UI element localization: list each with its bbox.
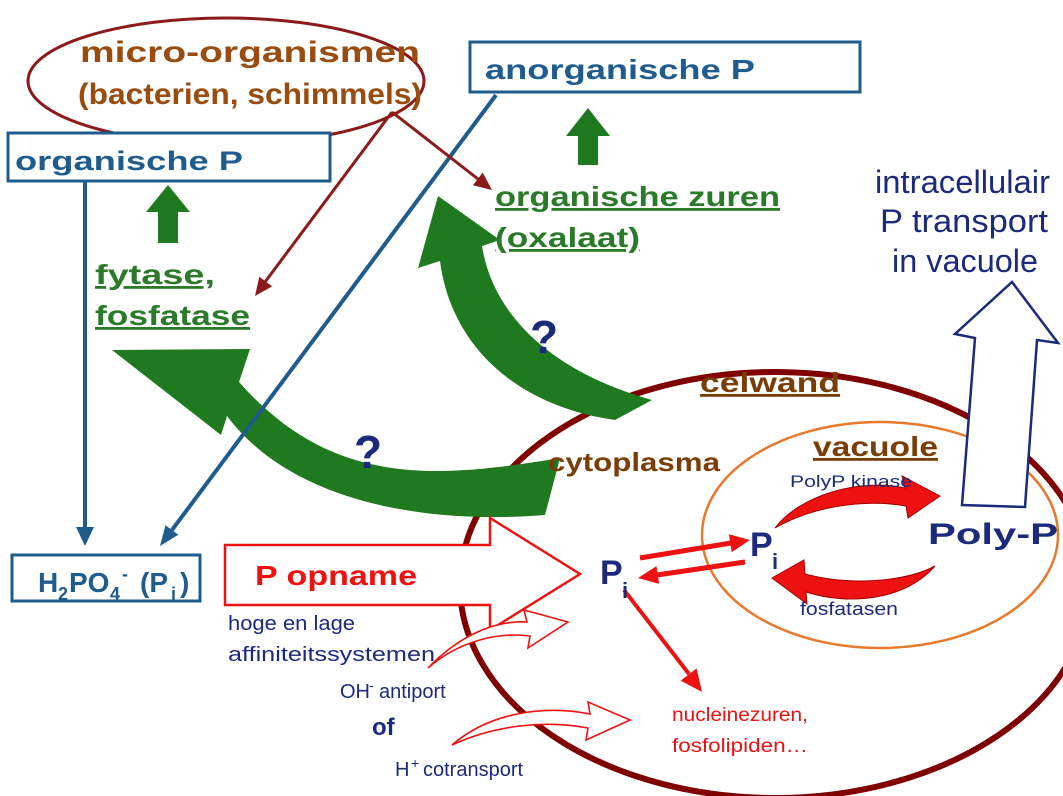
phosphatases-label: fosfatasen	[800, 599, 898, 619]
organic-p-to-h2po4-arrowhead	[76, 527, 94, 546]
cotransport-hollow-arrow	[451, 700, 632, 746]
cotransport-text: cotransport	[423, 759, 523, 781]
pi-cytoplasm-main: P	[600, 554, 623, 592]
micro-organisms-examples: (bacterien, schimmels)	[78, 78, 422, 111]
antiport-charge: -	[369, 677, 374, 693]
poly-p-label: Poly-P	[928, 518, 1058, 551]
phytase-label: fytase,	[95, 259, 215, 290]
green-up-arrow-inorganic	[566, 108, 610, 165]
micro-to-enzymes-arrowhead	[255, 276, 273, 296]
vacuole-ellipse	[700, 420, 1060, 650]
pi-vacuole-label: P i	[750, 526, 778, 574]
cotransport-ion: H	[395, 759, 409, 781]
oxalate-label: (oxalaat)	[495, 222, 640, 253]
green-up-arrow-organic	[146, 185, 190, 243]
green-curved-arrow-to-enzymes	[112, 349, 560, 518]
h2po4-label: H 2 PO 4 - (P i )	[38, 564, 189, 604]
p-transport-label: P transport	[880, 203, 1048, 239]
green-curved-arrow-to-organic-acids	[418, 196, 652, 420]
organic-p-box	[6, 131, 332, 183]
affinity-label-line1: hoge en lage	[228, 613, 355, 635]
pi-to-products-arrowhead	[680, 668, 702, 692]
inorganic-p-box	[468, 40, 862, 94]
cotransport-label: H + cotransport	[395, 755, 523, 781]
pi-cytoplasm-label: P i	[600, 554, 628, 603]
inorganic-p-label: anorganische P	[485, 54, 755, 85]
pi-from-vacuole-arrowhead	[638, 566, 660, 584]
antiport-text: antiport	[379, 681, 446, 703]
h2po4-pi-sub: i	[171, 584, 176, 604]
polyp-kinase-curved-arrow	[774, 475, 941, 529]
vacuole-label: vacuole	[813, 431, 938, 462]
organic-p-label: organische P	[15, 146, 243, 176]
micro-to-enzymes-line	[263, 111, 394, 283]
pi-to-products-line	[622, 588, 691, 676]
micro-organisms-label: micro-organismen	[80, 36, 420, 69]
intracellular-transport-arrow	[952, 280, 1061, 509]
or-label: of	[372, 714, 396, 741]
h2po4-pi-close: )	[180, 567, 189, 598]
p-uptake-label: P opname	[255, 560, 417, 591]
in-vacuole-label: in vacuole	[892, 243, 1038, 279]
antiport-hollow-arrow	[427, 608, 570, 669]
inorganic-p-to-h2po4-line	[170, 93, 498, 532]
phospholipids-label: fosfolipiden…	[672, 736, 808, 757]
pi-to-vacuole-arrowhead	[728, 534, 750, 553]
h2po4-h: H	[38, 567, 58, 598]
question-mark-lower: ?	[354, 426, 382, 478]
phosphatases-curved-arrow	[771, 559, 936, 606]
pi-cytoplasm-sub: i	[622, 578, 628, 603]
inorganic-p-to-h2po4-arrowhead	[160, 525, 179, 546]
h2po4-h-sub: 2	[58, 584, 68, 604]
polyp-kinase-label: PolyP kinase	[790, 472, 912, 491]
h2po4-charge: -	[122, 564, 128, 584]
antiport-label: OH - antiport	[340, 677, 446, 703]
organic-acids-label: organische zuren	[495, 181, 780, 212]
h2po4-pi-open: (P	[140, 567, 168, 598]
cotransport-charge: +	[411, 755, 419, 771]
affinity-label-line2: affiniteitssystemen	[228, 644, 435, 666]
h2po4-po: PO	[69, 567, 109, 598]
phosphatase-label: fosfatase	[95, 300, 250, 331]
p-uptake-arrow	[223, 515, 583, 633]
cytoplasm-label: cytoplasma	[548, 447, 721, 477]
pi-to-vacuole-line	[639, 540, 732, 561]
nucleic-acids-label: nucleinezuren,	[672, 705, 808, 726]
h2po4-box	[10, 553, 202, 603]
pi-vacuole-main: P	[750, 526, 773, 564]
intracellular-label: intracellulair	[875, 164, 1050, 200]
question-mark-upper: ?	[530, 311, 558, 363]
h2po4-po-sub: 4	[110, 584, 120, 604]
micro-to-organic-acids-line	[391, 110, 479, 181]
micro-to-organic-acids-arrowhead	[472, 172, 492, 190]
pi-vacuole-sub: i	[772, 549, 778, 574]
pi-from-vacuole-line	[656, 559, 746, 578]
antiport-ion: OH	[340, 681, 370, 703]
cell-wall-label: celwand	[700, 367, 840, 398]
